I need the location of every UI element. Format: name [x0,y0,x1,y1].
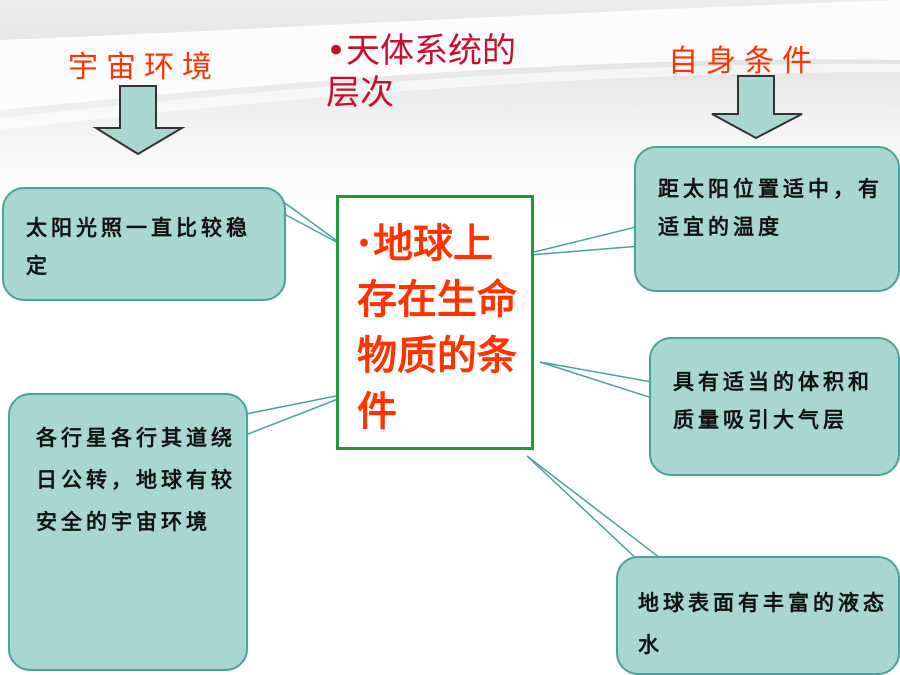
callout-text: 各行星各行其道绕日公转，地球有较安全的宇宙环境 [36,425,236,534]
callout-safe-orbits: 各行星各行其道绕日公转，地球有较安全的宇宙环境 [8,393,248,671]
callout-text: 太阳光照一直比较稳定 [26,215,251,278]
callout-text: 距太阳位置适中，有适宜的温度 [658,176,883,239]
callout-liquid-water: 地球表面有丰富的液态水 [616,556,900,675]
right-heading: 自身条件 [668,44,820,79]
left-heading: 宇宙环境 [68,50,220,85]
center-box: •地球上存在生命物质的条件 [336,195,534,450]
callout-solar-stability: 太阳光照一直比较稳定 [2,187,286,301]
down-arrow-icon [711,75,803,140]
callout-distance-temperature: 距太阳位置适中，有适宜的温度 [634,146,900,292]
down-arrow-icon [92,85,186,156]
callout-text: 具有适当的体积和质量吸引大气层 [673,369,873,432]
callout-mass-atmosphere: 具有适当的体积和质量吸引大气层 [649,337,900,476]
callout-text: 地球表面有丰富的液态水 [638,590,888,657]
slide-title: •天体系统的层次 [326,31,517,113]
bullet-icon: • [357,231,372,257]
center-text: 地球上存在生命物质的条件 [357,220,517,435]
